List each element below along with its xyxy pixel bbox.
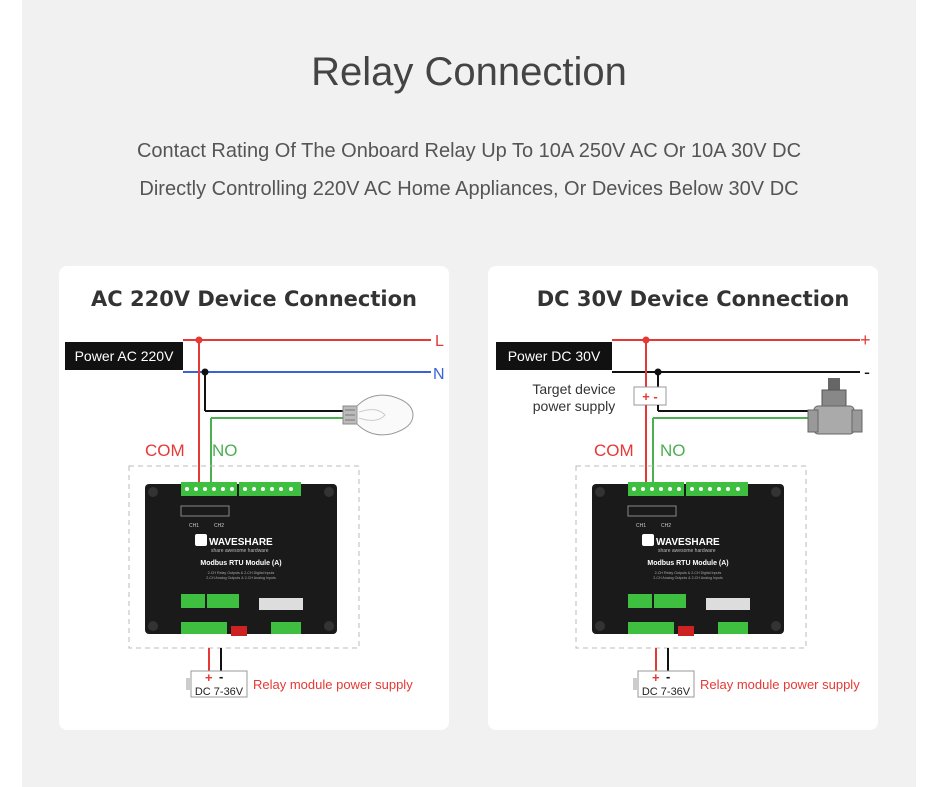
ac-power-label-box: [65, 342, 183, 370]
ac-dc-plus-label: +: [205, 670, 213, 685]
ac-module-tagline: share awesome hardware: [211, 548, 269, 554]
dc-module-desc-1: 2-CH Relay Outputs & 2-CH Digital Inputs: [655, 571, 722, 575]
dc-no-label: NO: [660, 441, 686, 460]
dc-target-supply-box: [633, 386, 667, 406]
ac-wiring-diagram: AC 220V Device Connection Power AC 220V …: [65, 287, 445, 698]
ac-card-title: AC 220V Device Connection: [91, 287, 417, 311]
dc-target-supply-line1: Target device: [532, 381, 615, 397]
dc-module-tagline: share awesome hardware: [658, 548, 716, 554]
ac-com-label: COM: [145, 441, 185, 460]
ac-module-supply-label: Relay module power supply: [253, 677, 413, 692]
dc-com-label: COM: [594, 441, 634, 460]
ac-module-frame: [128, 465, 360, 649]
dc-wiring-diagram: DC 30V Device Connection Power DC 30V + …: [496, 287, 871, 698]
dc-module-supply-label: Relay module power supply: [700, 677, 860, 692]
dc-ch1-label: CH1: [636, 523, 646, 529]
ac-relay-module: CH1 CH2 WAVESHARE share awesome hardware…: [145, 482, 337, 636]
dc-dc-plus-label: +: [652, 670, 660, 685]
ac-dc-supply-box: [190, 670, 248, 698]
ac-module-model: Modbus RTU Module (A): [200, 560, 281, 567]
page-title: Relay Connection: [311, 50, 627, 94]
ac-power-label: Power AC 220V: [75, 348, 174, 364]
dc-label-plus: +: [860, 330, 871, 350]
ac-module-brand: WAVESHARE: [209, 537, 273, 548]
dc-connection-card: DC 30V Device Connection Power DC 30V + …: [488, 266, 878, 730]
page-background: Relay Connection Contact Rating Of The O…: [22, 0, 916, 787]
dc-target-supply-line2: power supply: [533, 398, 616, 414]
dc-dc-minus-label: -: [666, 669, 670, 684]
ac-ch2-label: CH2: [214, 523, 224, 529]
ac-dc-supply-tab: [186, 678, 191, 690]
dc-module-frame: [575, 465, 807, 649]
ac-module-desc-2: 2-CH Analog Outputs & 2-CH Analog Inputs: [206, 576, 276, 580]
dc-power-label: Power DC 30V: [508, 348, 601, 364]
dc-relay-module: CH1 CH2 WAVESHARE share awesome hardware…: [592, 482, 784, 636]
dc-module-model: Modbus RTU Module (A): [647, 560, 728, 567]
dc-ch2-label: CH2: [661, 523, 671, 529]
dc-power-label-box: [496, 342, 612, 370]
dc-target-pm-label: + -: [642, 389, 658, 404]
dc-card-title: DC 30V Device Connection: [537, 287, 850, 311]
ac-label-N: N: [433, 366, 445, 383]
subtitle-control: Directly Controlling 220V AC Home Applia…: [139, 178, 799, 200]
ac-dc-range-label: DC 7-36V: [195, 686, 244, 698]
ac-module-desc-1: 2-CH Relay Outputs & 2-CH Digital Inputs: [208, 571, 275, 575]
dc-dc-supply-tab: [633, 678, 638, 690]
ac-no-label: NO: [212, 441, 238, 460]
ac-connection-card: AC 220V Device Connection Power AC 220V …: [59, 266, 449, 730]
ac-dc-minus-label: -: [219, 669, 223, 684]
dc-module-desc-2: 2-CH Analog Outputs & 2-CH Analog Inputs: [653, 576, 723, 580]
ac-label-L: L: [435, 333, 444, 350]
dc-module-brand: WAVESHARE: [656, 537, 720, 548]
ac-ch1-label: CH1: [189, 523, 199, 529]
subtitle-rating: Contact Rating Of The Onboard Relay Up T…: [136, 140, 802, 162]
light-bulb-icon: [342, 394, 414, 436]
dc-dc-range-label: DC 7-36V: [642, 686, 691, 698]
dc-label-minus: -: [864, 362, 870, 382]
solenoid-valve-icon: [807, 378, 863, 435]
